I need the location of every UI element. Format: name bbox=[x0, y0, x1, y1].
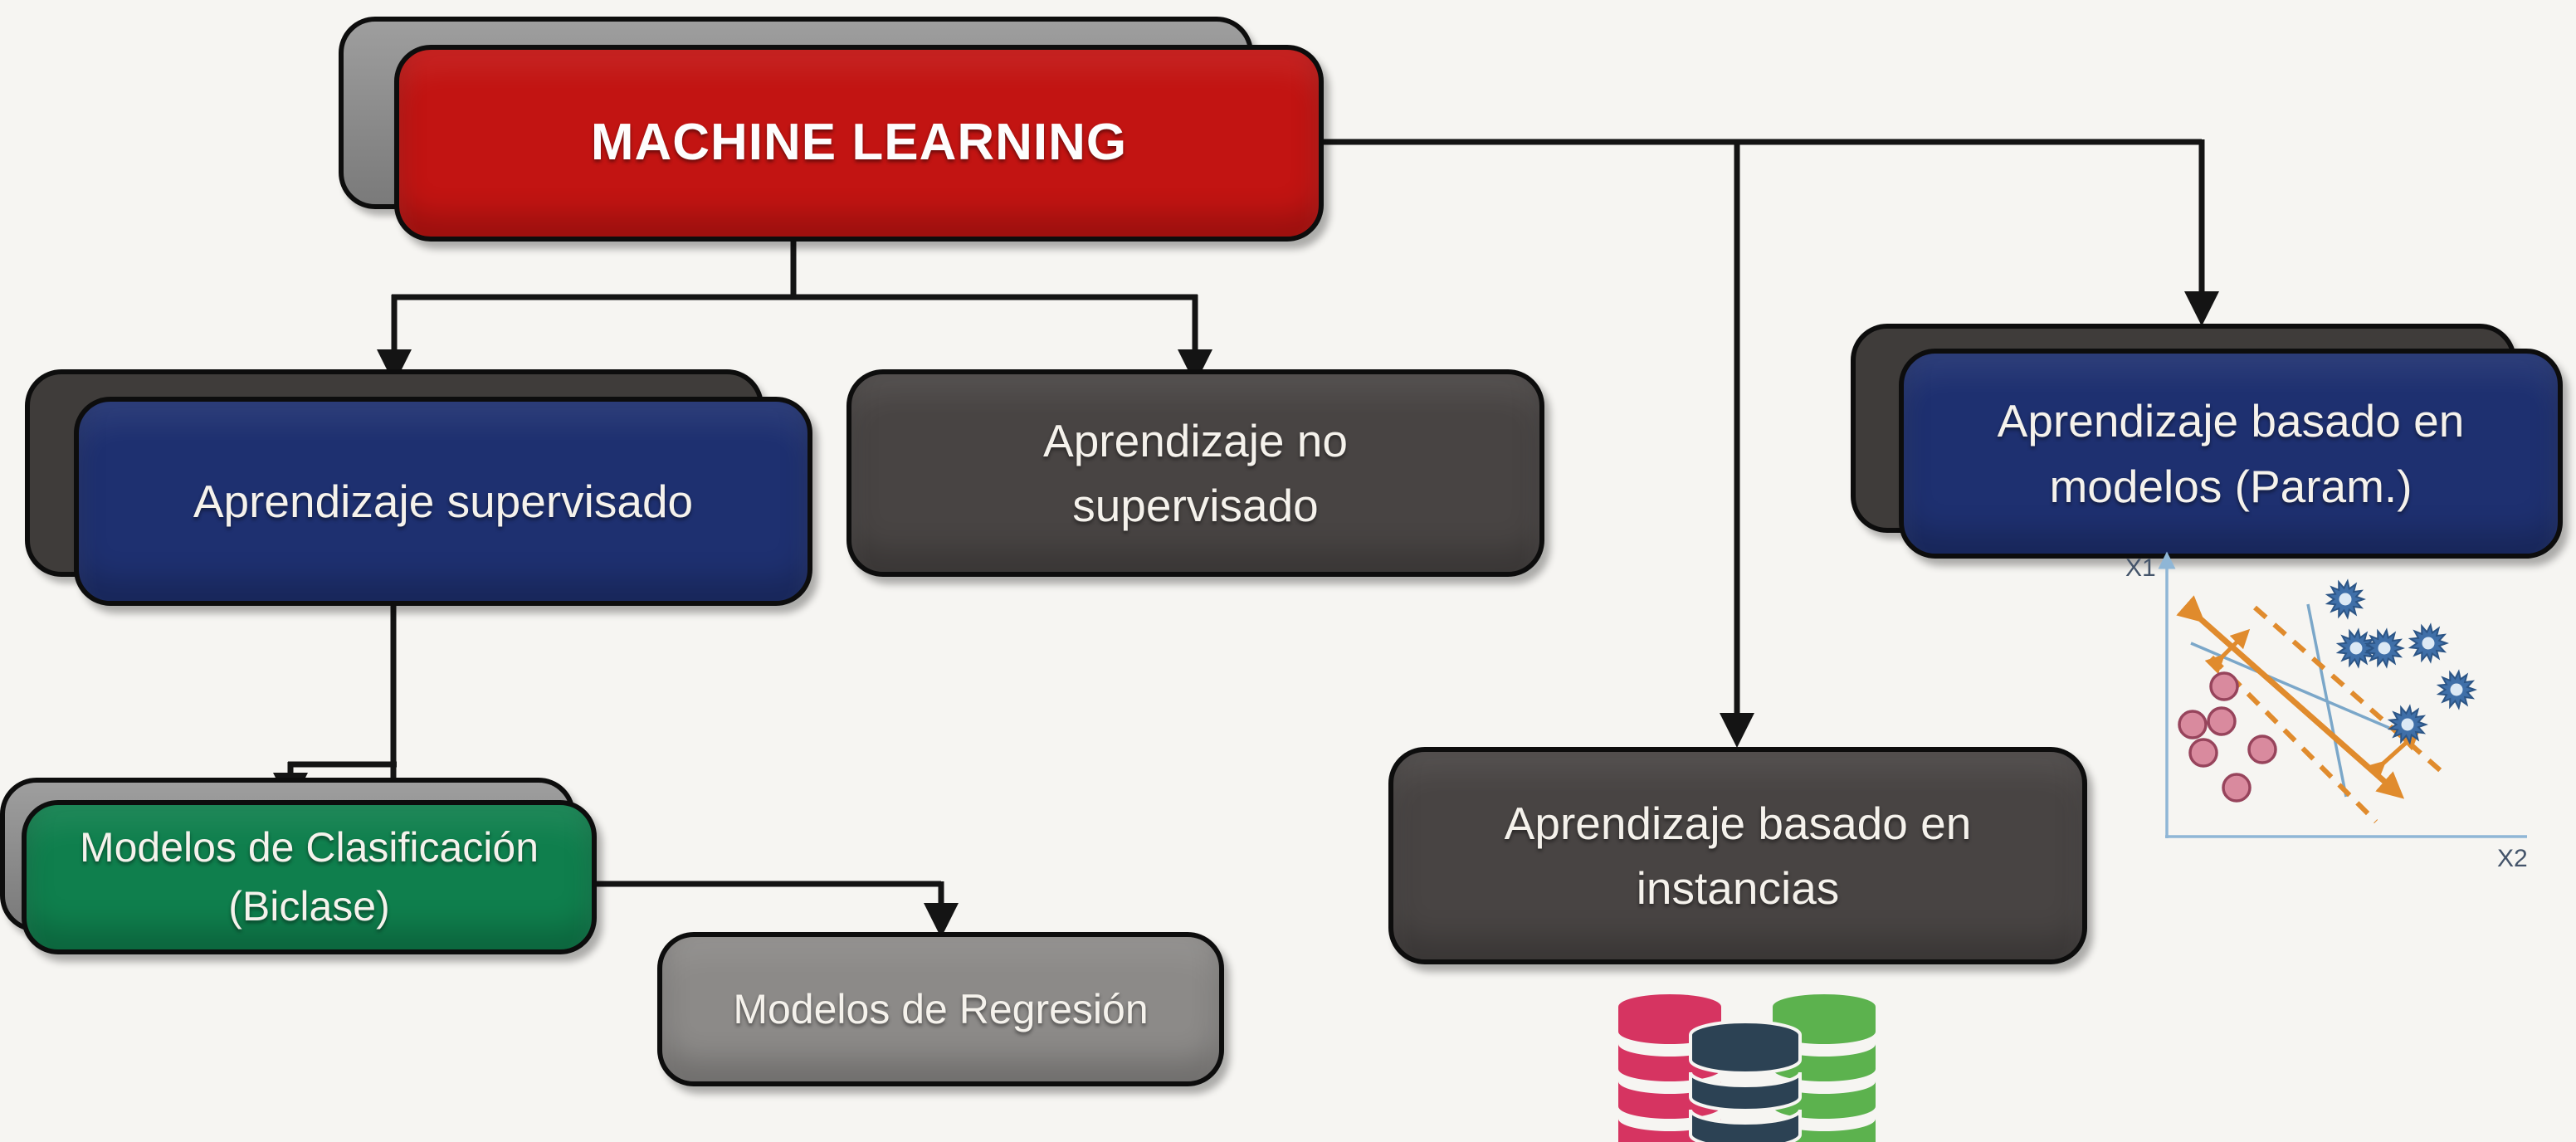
node-label: Modelos de Regresión bbox=[733, 985, 1149, 1032]
node-label: MACHINE LEARNING bbox=[590, 114, 1128, 172]
node-machine-learning: MACHINE LEARNING bbox=[394, 45, 1324, 242]
connector-root-split bbox=[392, 242, 1198, 300]
node-unsupervised-learning: Aprendizaje no supervisado bbox=[846, 369, 1544, 577]
node-label: Modelos de Clasificación (Biclase) bbox=[79, 824, 539, 930]
x-axis-label: X2 bbox=[2497, 845, 2528, 871]
node-regression-models: Modelos de Regresión bbox=[657, 932, 1224, 1086]
y-axis-label: X1 bbox=[2125, 554, 2156, 582]
database-stack-navy bbox=[1689, 1020, 1802, 1142]
node-label: Aprendizaje basado en instancias bbox=[1504, 797, 1972, 914]
node-supervised-learning: Aprendizaje supervisado bbox=[74, 397, 812, 606]
node-label: Aprendizaje basado en modelos (Param.) bbox=[1997, 395, 2465, 512]
database-icon bbox=[1618, 994, 1876, 1142]
node-classification-models: Modelos de Clasificación (Biclase) bbox=[22, 800, 597, 954]
node-model-based-learning: Aprendizaje basado en modelos (Param.) bbox=[1899, 349, 2563, 559]
scatter-points bbox=[2176, 578, 2477, 824]
node-instance-based-learning: Aprendizaje basado en instancias bbox=[1388, 747, 2087, 964]
svm-scatter-plot: X1 X2 bbox=[2125, 551, 2528, 871]
node-label: Aprendizaje no supervisado bbox=[1043, 414, 1348, 531]
node-label: Aprendizaje supervisado bbox=[193, 475, 694, 527]
